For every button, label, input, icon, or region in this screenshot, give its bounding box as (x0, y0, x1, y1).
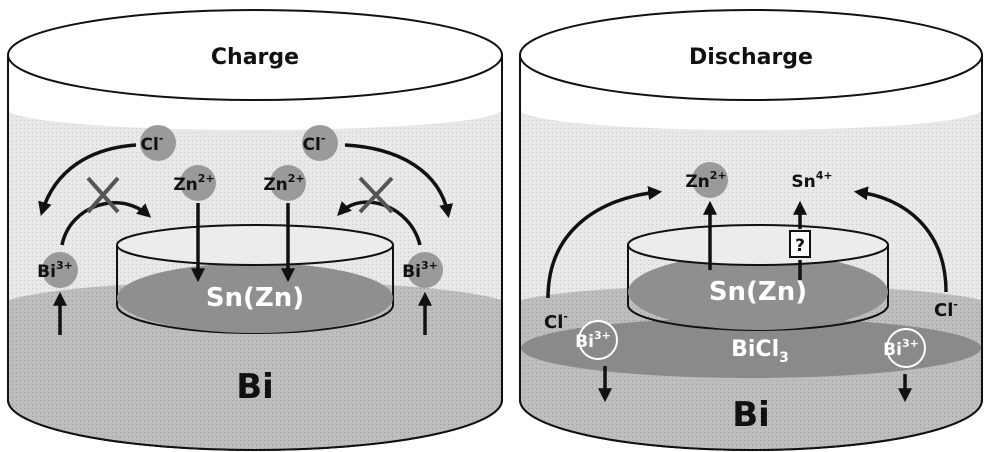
charge-cl-right-ball (302, 125, 338, 161)
discharge-sn-charge: 4+ (816, 169, 833, 182)
discharge-unknown-box (789, 230, 811, 258)
charge-panel: Charge Sn(Zn) Bi Cl- Cl- Zn2+ Zn2+ Bi3+ … (7, 9, 503, 451)
discharge-cl-right-label: Cl (934, 300, 953, 321)
charge-bi-left-ball (42, 252, 78, 288)
discharge-bicl3-layer (521, 318, 981, 378)
charge-title: Charge (211, 45, 299, 70)
svg-text:BiCl3: BiCl3 (731, 337, 789, 366)
charge-blocked-marks (86, 176, 394, 214)
charge-zn-right-label: Zn (263, 175, 287, 195)
charge-cl-right-label: Cl (303, 135, 321, 155)
svg-text:Cl-: Cl- (934, 298, 958, 321)
charge-bi-left-label: Bi (37, 262, 56, 282)
svg-text:Cl-: Cl- (544, 310, 568, 333)
discharge-electrode-label: Bi (732, 395, 770, 435)
charge-bi-right-ball (407, 252, 443, 288)
discharge-arrows (546, 186, 948, 403)
svg-text:Bi3+: Bi3+ (883, 337, 919, 360)
discharge-bi-left-label: Bi (575, 332, 594, 352)
discharge-sn-label: Sn (791, 172, 815, 192)
discharge-bi-right-label: Bi (883, 340, 902, 360)
charge-zn-right-ball (270, 165, 306, 201)
discharge-zn-ball (692, 162, 728, 198)
discharge-bi-right-charge: 3+ (902, 337, 919, 350)
charge-cross-left (86, 176, 120, 214)
charge-zn-left-ball (180, 165, 216, 201)
charge-electrode-label: Bi (236, 367, 274, 407)
charge-arrow-cl-to-left (38, 143, 137, 217)
discharge-bi-left-ball (578, 320, 618, 360)
discharge-cl-left-label: Cl (544, 312, 563, 333)
charge-cl-left-charge: - (159, 132, 164, 145)
charge-bi-left-charge: 3+ (56, 259, 73, 272)
discharge-zn-label: Zn (685, 172, 709, 192)
discharge-alloy-pool (628, 254, 888, 330)
discharge-bicl3-subscript: 3 (779, 350, 789, 366)
svg-text:Zn2+: Zn2+ (173, 172, 214, 195)
charge-inner-cup-rim (116, 224, 394, 266)
charge-bi-electrode (9, 281, 501, 450)
charge-bi-right-charge: 3+ (421, 259, 438, 272)
svg-text:Cl-: Cl- (141, 132, 164, 155)
charge-cl-left-ball (140, 125, 176, 161)
discharge-bi-left-charge: 3+ (594, 329, 611, 342)
charge-bi-right-label: Bi (402, 262, 421, 282)
charge-zn-left-charge: 2+ (198, 172, 215, 185)
discharge-alloy-label: Sn(Zn) (709, 277, 807, 307)
discharge-arrow-cl-left-up (546, 186, 663, 299)
charge-arrow-cl-to-right (344, 143, 454, 219)
svg-text:Cl-: Cl- (303, 132, 326, 155)
svg-text:Bi3+: Bi3+ (402, 259, 438, 282)
discharge-unknown-marker: ? (795, 236, 805, 256)
charge-zn-left-label: Zn (173, 175, 197, 195)
charge-cross-right (358, 176, 394, 214)
discharge-title: Discharge (689, 45, 813, 70)
charge-arrows (38, 143, 454, 335)
charge-arrow-bi-left-to-cup (60, 201, 152, 246)
svg-text:Bi3+: Bi3+ (575, 329, 611, 352)
discharge-panel: Discharge Sn(Zn) BiCl3 Bi ? Zn2+ Sn4+ Cl… (519, 9, 983, 451)
discharge-cl-left-charge: - (563, 310, 568, 323)
svg-text:Sn4+: Sn4+ (791, 169, 832, 192)
discharge-arrow-cl-right-up (853, 186, 948, 293)
svg-text:Zn2+: Zn2+ (263, 172, 304, 195)
discharge-bi-right-ball (886, 328, 926, 368)
charge-alloy-pool (117, 263, 393, 333)
charge-cl-left-label: Cl (141, 135, 159, 155)
svg-text:Bi3+: Bi3+ (37, 259, 73, 282)
charge-zn-right-charge: 2+ (288, 172, 305, 185)
discharge-inner-cup-rim (627, 224, 889, 266)
svg-text:Zn2+: Zn2+ (685, 169, 726, 192)
charge-cl-right-charge: - (321, 132, 326, 145)
discharge-bicl3-label: BiCl (731, 337, 779, 362)
discharge-zn-charge: 2+ (710, 169, 727, 182)
charge-alloy-label: Sn(Zn) (206, 283, 304, 313)
discharge-cl-right-charge: - (953, 298, 958, 311)
